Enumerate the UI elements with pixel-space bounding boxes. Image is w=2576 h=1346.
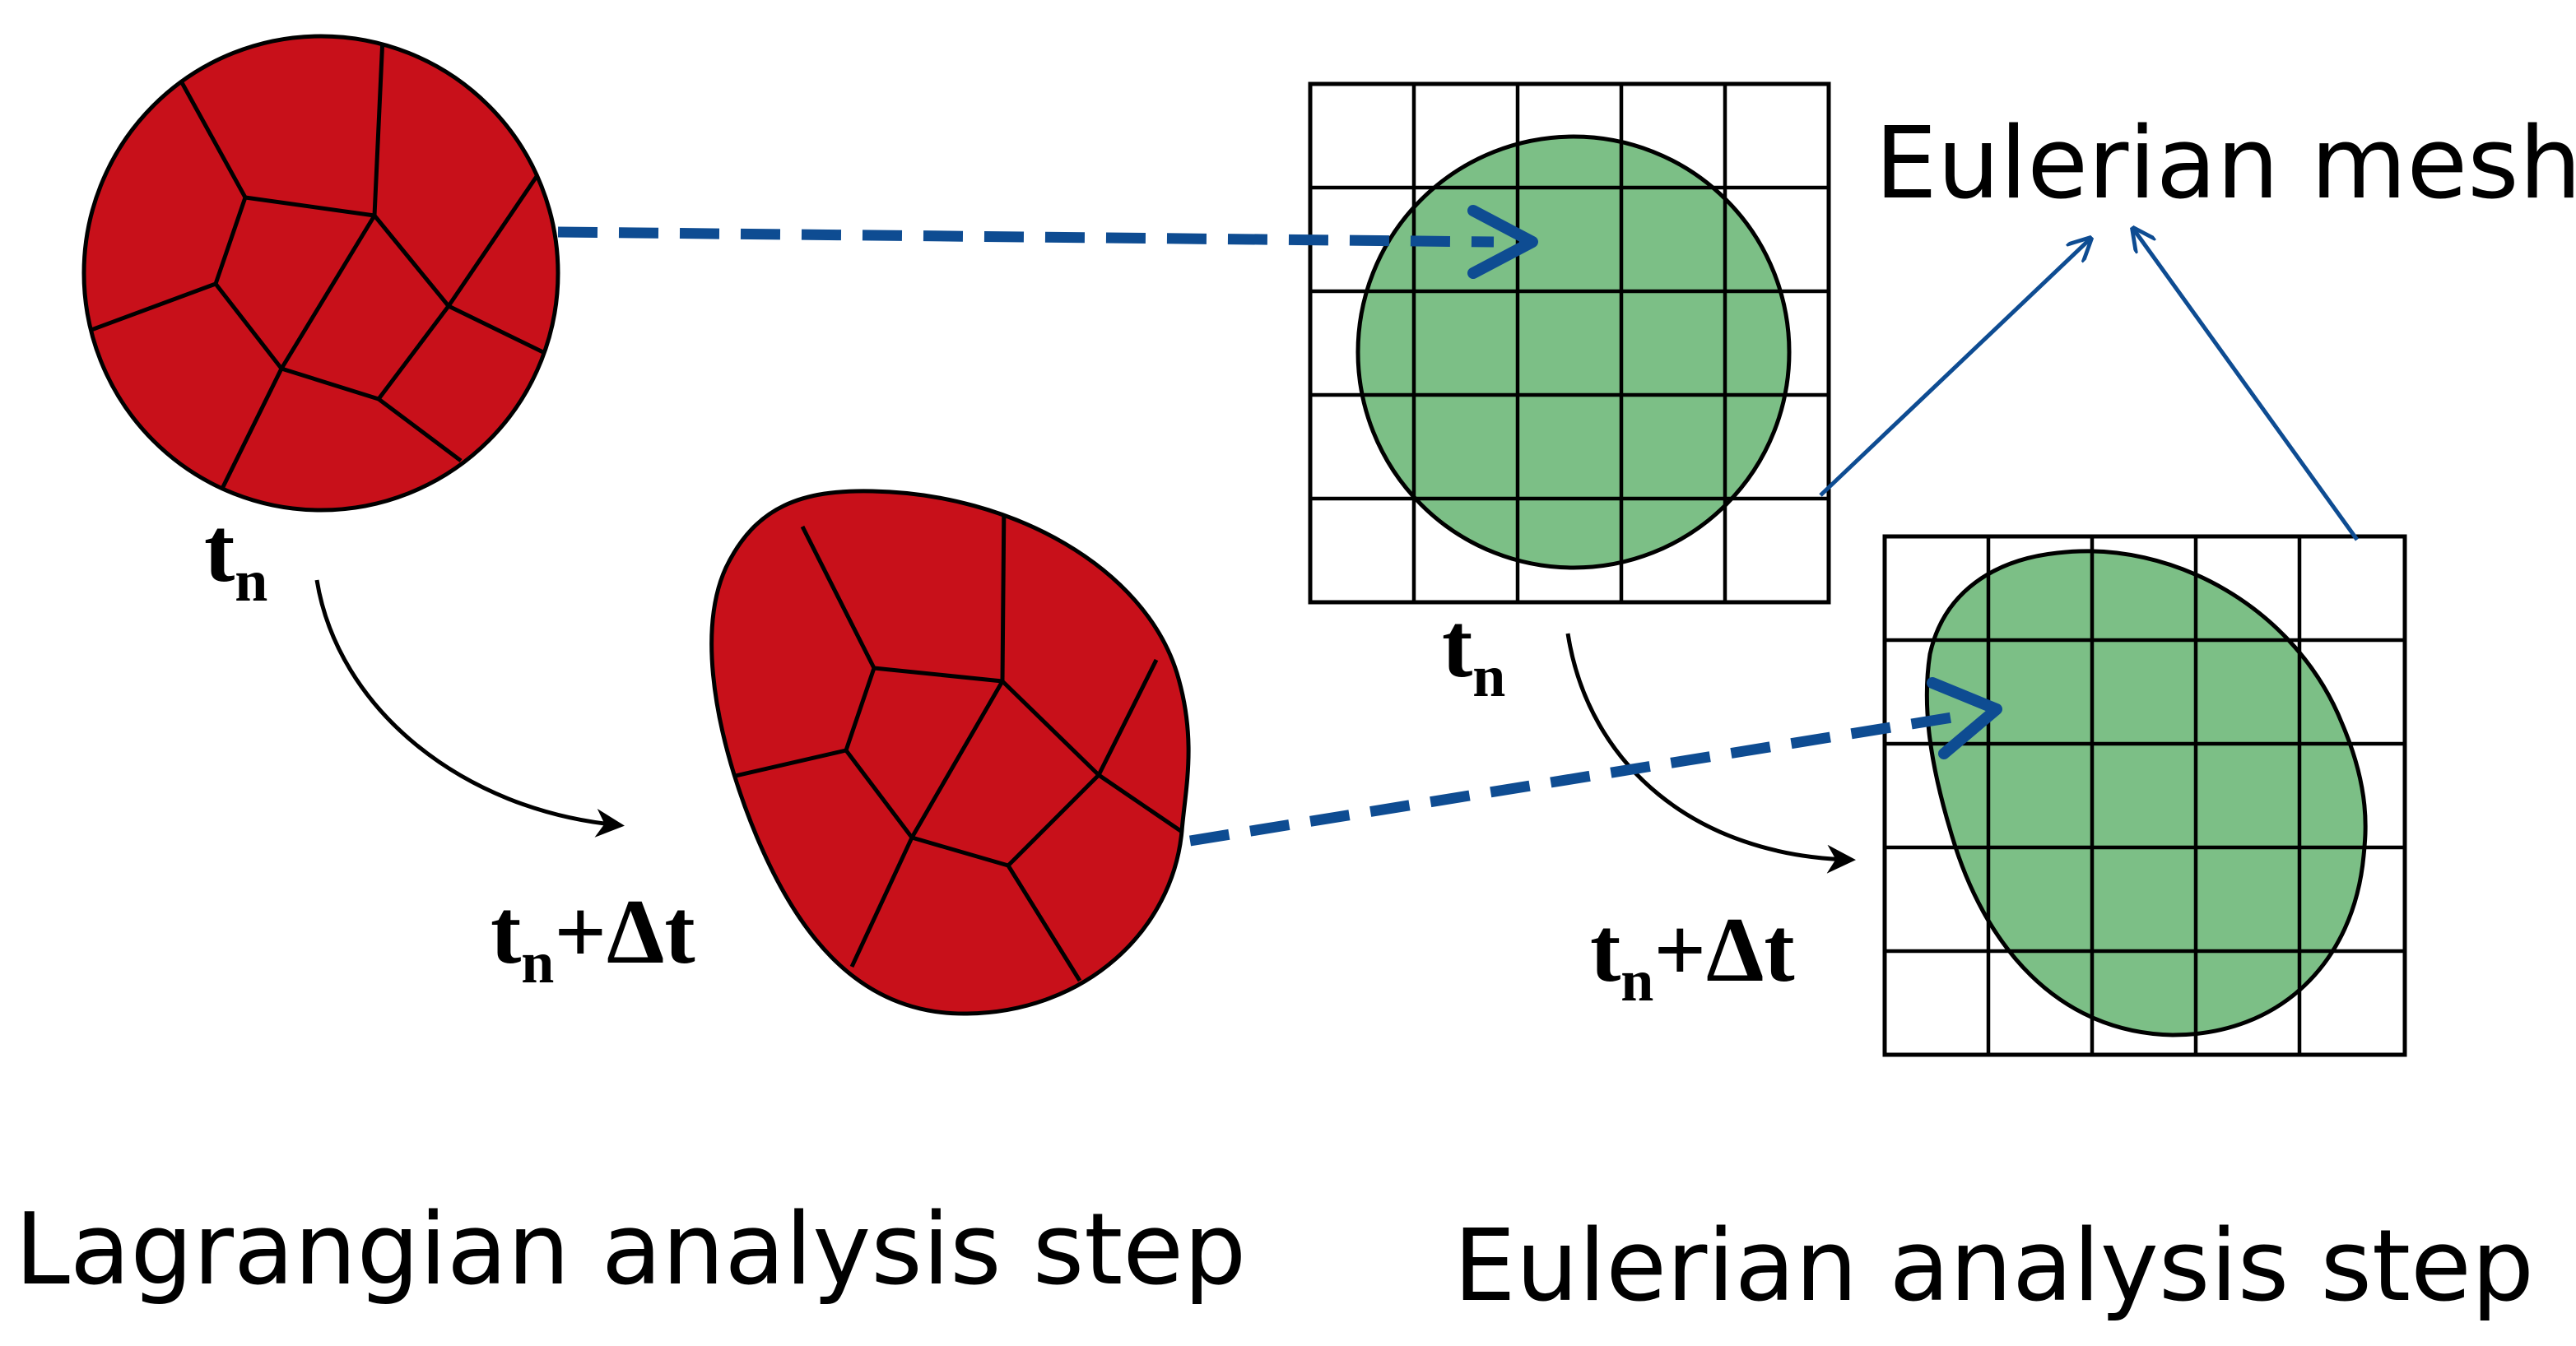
eulerian-grid-deformed [1882,534,2407,1057]
mesh-pointer-1 [1819,239,2090,497]
lagrangian-body-tn [81,34,560,513]
mapping-arrow-deformed [1188,677,2002,847]
time-label-tn-dt-lagrangian: tn+Δt [491,881,695,996]
lagrangian-step-caption: Lagrangian analysis step [15,1193,1246,1307]
time-label-tn-eulerian: tn [1442,595,1505,709]
time-arrow-eulerian [1565,633,1856,874]
mapping-arrow-tn [557,205,1538,279]
time-arrow-lagrangian [314,579,625,838]
eulerian-step-caption: Eulerian analysis step [1453,1209,2534,1324]
time-label-tn-dt-eulerian: tn+Δt [1590,899,1795,1014]
eulerian-grid-tn [1308,81,1831,605]
lagrangian-body-deformed [709,489,1191,1016]
eulerian-mesh-label: Eulerian mesh [1875,107,2576,221]
mesh-pointer-2 [2133,229,2360,541]
time-label-tn-lagrangian: tn [204,499,267,614]
